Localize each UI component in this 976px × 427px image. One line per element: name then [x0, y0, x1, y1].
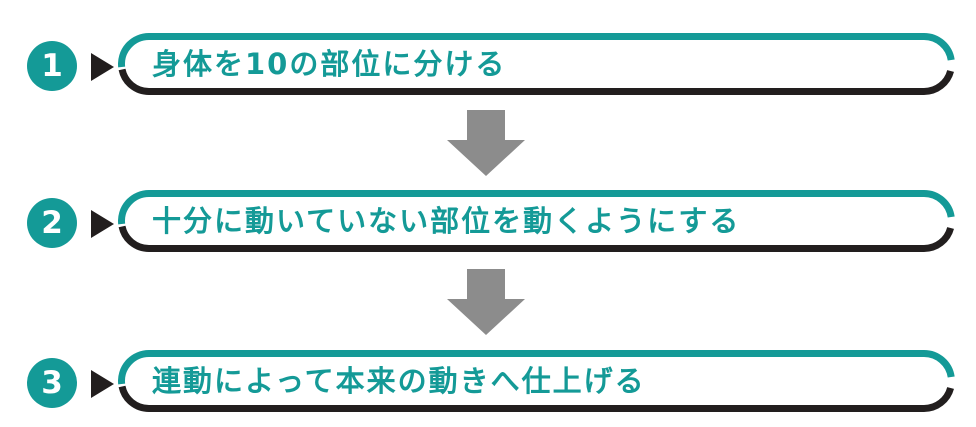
step-row-2: 2 十分に動いていない部位を動くようにする: [0, 190, 976, 252]
step-pill-1: 身体を10の部位に分ける: [118, 33, 955, 95]
pill-border-3: [118, 350, 955, 412]
pill-border-bottom-black: [118, 225, 954, 252]
down-arrow-icon: [447, 269, 525, 335]
step-row-3: 3 連動によって本来の動きへ仕上げる: [0, 350, 976, 412]
pill-border-bottom-black: [118, 385, 954, 412]
pill-border-bottom-black: [118, 68, 954, 95]
step-number-badge-2: 2: [27, 198, 77, 248]
step-number-badge-3: 3: [27, 358, 77, 408]
pill-border-2: [118, 190, 955, 252]
step-pill-3: 連動によって本来の動きへ仕上げる: [118, 350, 955, 412]
step-number-1: 1: [41, 48, 63, 84]
pill-border-top-teal: [118, 190, 955, 225]
step-number-2: 2: [41, 205, 63, 241]
right-triangle-icon: [91, 370, 114, 398]
step-label-2: 十分に動いていない部位を動くようにする: [152, 204, 741, 238]
step-label-3: 連動によって本来の動きへ仕上げる: [152, 364, 646, 398]
down-arrow-shape: [447, 269, 525, 335]
down-arrow-shape: [447, 110, 525, 176]
step-row-1: 1 身体を10の部位に分ける: [0, 33, 976, 95]
step-label-1: 身体を10の部位に分ける: [152, 47, 507, 81]
pill-border-top-teal: [118, 33, 955, 68]
right-triangle-icon: [91, 210, 114, 238]
down-arrow-icon: [447, 110, 525, 176]
step-number-badge-1: 1: [27, 41, 77, 91]
pill-border-1: [118, 33, 955, 95]
step-number-3: 3: [41, 365, 63, 401]
pill-border-top-teal: [118, 350, 955, 385]
right-triangle-icon: [91, 53, 114, 81]
step-pill-2: 十分に動いていない部位を動くようにする: [118, 190, 955, 252]
